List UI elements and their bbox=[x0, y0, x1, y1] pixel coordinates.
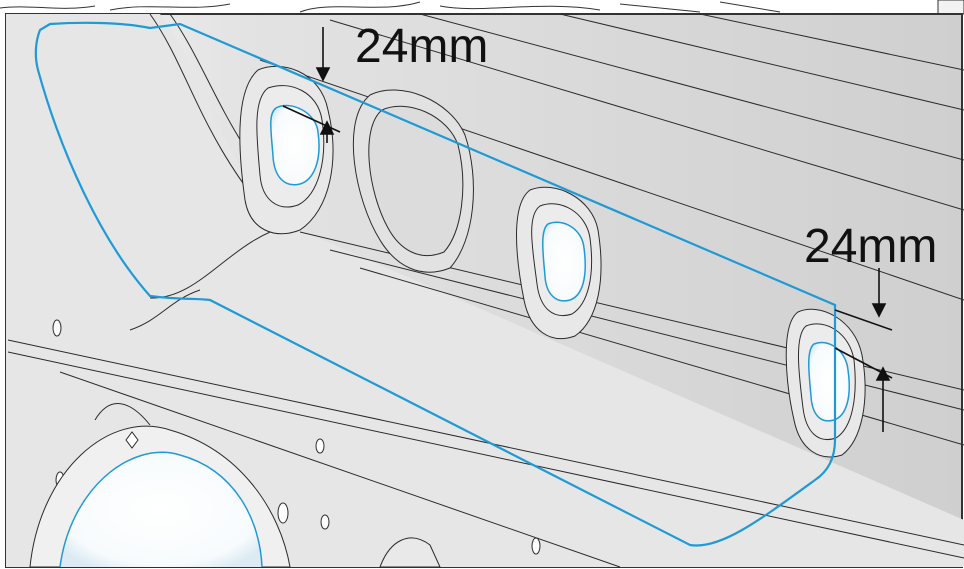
flange-holes bbox=[52, 319, 541, 555]
pocket-2 bbox=[352, 89, 474, 273]
background-sketch bbox=[0, 0, 964, 15]
top-dimension-marker bbox=[282, 27, 341, 143]
side-surface bbox=[6, 14, 964, 567]
pocket-3 bbox=[516, 186, 602, 340]
large-opening bbox=[29, 403, 291, 568]
pocket-4 bbox=[785, 308, 866, 458]
right-dimension-marker bbox=[834, 268, 893, 432]
top-dimension-label: 24mm bbox=[355, 20, 488, 73]
pocket-1 bbox=[239, 65, 334, 235]
lower-opening bbox=[379, 537, 441, 568]
highlight-outline bbox=[34, 21, 837, 547]
right-dimension-label: 24mm bbox=[804, 220, 937, 273]
